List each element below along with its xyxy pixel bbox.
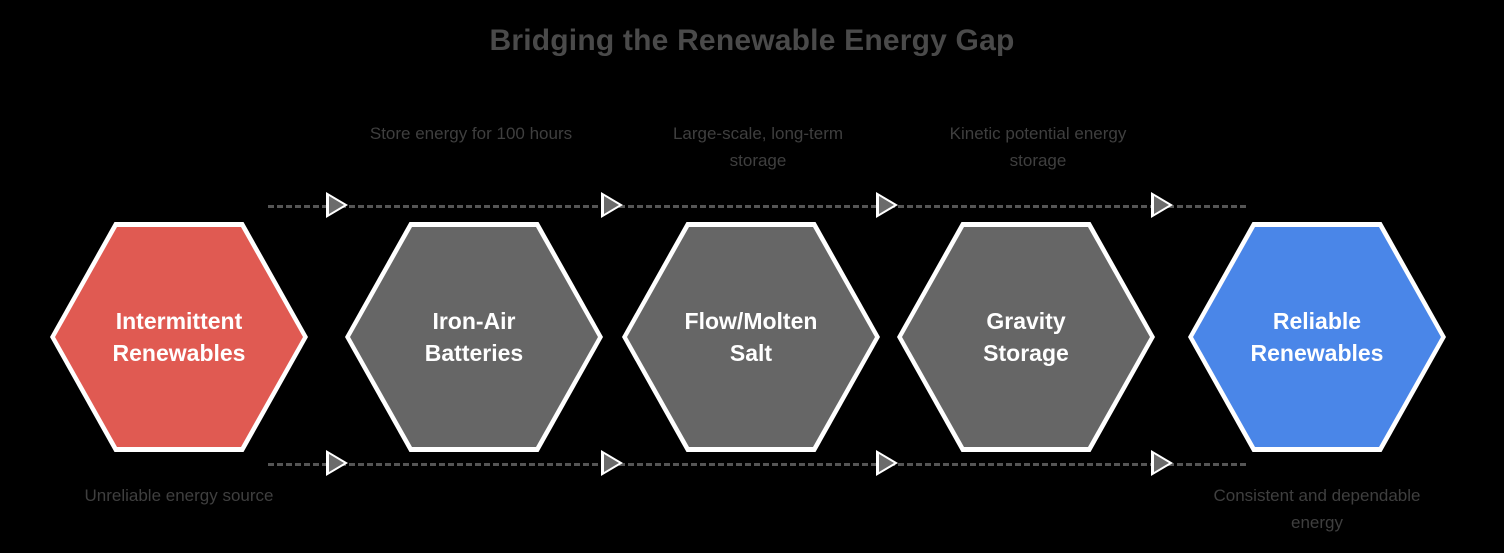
hexagon-fill: Gravity Storage bbox=[902, 227, 1150, 447]
hexagon-border: Iron-Air Batteries bbox=[345, 222, 603, 452]
caption-consistent-dependable-energy: Consistent and dependable energy bbox=[1213, 486, 1421, 532]
flow-arrow-bottom-2-icon bbox=[601, 450, 623, 476]
node-label: Intermittent Renewables bbox=[112, 308, 246, 366]
node-label: Iron-Air Batteries bbox=[424, 308, 524, 366]
hexagon-border: Reliable Renewables bbox=[1188, 222, 1446, 452]
node-label: Reliable Renewables bbox=[1250, 308, 1384, 366]
node-intermittent-renewables[interactable]: Intermittent Renewables bbox=[50, 222, 308, 452]
hexagon-border: Gravity Storage bbox=[897, 222, 1155, 452]
flow-arrow-top-2-icon bbox=[601, 192, 623, 218]
caption-large-scale-long-term-storage: Large-scale, long-term storage bbox=[672, 124, 844, 170]
node-reliable-renewables[interactable]: Reliable Renewables bbox=[1188, 222, 1446, 452]
flow-arrow-bottom-1-icon bbox=[326, 450, 348, 476]
flow-arrow-top-3-icon bbox=[876, 192, 898, 218]
page-title: Bridging the Renewable Energy Gap bbox=[489, 24, 1015, 57]
hexagon-border: Intermittent Renewables bbox=[50, 222, 308, 452]
node-label: Gravity Storage bbox=[983, 308, 1069, 366]
node-label: Flow/Molten Salt bbox=[684, 308, 818, 366]
node-flow-molten-salt[interactable]: Flow/Molten Salt bbox=[622, 222, 880, 452]
caption-store-energy-100-hours: Store energy for 100 hours bbox=[369, 124, 573, 143]
hexagon-border: Flow/Molten Salt bbox=[622, 222, 880, 452]
caption-kinetic-potential-energy-storage: Kinetic potential energy storage bbox=[949, 124, 1127, 170]
node-iron-air-batteries[interactable]: Iron-Air Batteries bbox=[345, 222, 603, 452]
hexagon-fill: Intermittent Renewables bbox=[55, 227, 303, 447]
caption-unreliable-energy-source: Unreliable energy source bbox=[84, 486, 274, 505]
flow-arrow-bottom-3-icon bbox=[876, 450, 898, 476]
hexagon-fill: Reliable Renewables bbox=[1193, 227, 1441, 447]
flow-arrow-top-4-icon bbox=[1151, 192, 1173, 218]
node-gravity-storage[interactable]: Gravity Storage bbox=[897, 222, 1155, 452]
flow-line-top bbox=[268, 205, 1246, 208]
hexagon-fill: Iron-Air Batteries bbox=[350, 227, 598, 447]
flow-line-bottom bbox=[268, 463, 1246, 466]
flow-arrow-bottom-4-icon bbox=[1151, 450, 1173, 476]
flow-arrow-top-1-icon bbox=[326, 192, 348, 218]
hexagon-fill: Flow/Molten Salt bbox=[627, 227, 875, 447]
